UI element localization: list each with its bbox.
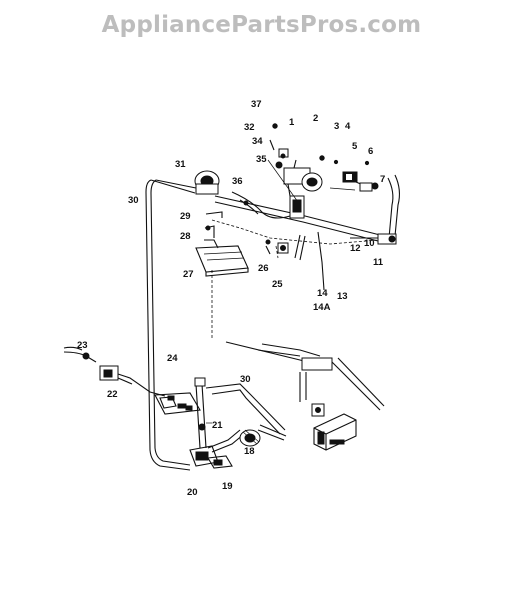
- label-28: 28: [180, 231, 191, 242]
- tube-30-lower: [205, 383, 287, 441]
- label-35: 35: [256, 154, 267, 165]
- bracket-24: [154, 392, 201, 415]
- tube-21: [194, 377, 207, 449]
- label-3: 3: [334, 121, 339, 132]
- heat-shield-box: [313, 413, 357, 451]
- valve-1: [267, 123, 323, 219]
- label-18: 18: [244, 446, 255, 457]
- bracket-19: [207, 455, 233, 469]
- wire-23-connector-22: [63, 346, 166, 397]
- parts-25-26: [265, 239, 289, 255]
- bracket-28-29: [204, 211, 223, 238]
- label-23: 23: [77, 340, 88, 351]
- label-37: 37: [251, 99, 262, 110]
- label-24: 24: [167, 353, 178, 364]
- label-6: 6: [368, 146, 373, 157]
- label-14: 14: [317, 288, 328, 299]
- part-labels: 37 32 1 2 3 4 34 35 5 6 7 31 36 30 29 28…: [77, 99, 385, 498]
- plate-27: [195, 239, 249, 277]
- label-13: 13: [337, 291, 348, 302]
- valve-31: [194, 170, 220, 195]
- label-2: 2: [313, 113, 318, 124]
- burner-assembly-lower: [225, 341, 385, 417]
- label-14a: 14A: [313, 302, 331, 313]
- label-29: 29: [180, 211, 191, 222]
- label-32: 32: [244, 122, 255, 133]
- label-25: 25: [272, 279, 283, 290]
- label-10: 10: [364, 238, 375, 249]
- label-30-upper: 30: [128, 195, 139, 206]
- label-36: 36: [232, 176, 243, 187]
- orifice-10: [350, 233, 397, 245]
- label-21: 21: [212, 420, 223, 431]
- label-26: 26: [258, 263, 269, 274]
- dashed-leaders-upper: [211, 219, 379, 340]
- coil-18: [239, 429, 261, 447]
- label-20: 20: [187, 487, 198, 498]
- label-1: 1: [289, 117, 295, 128]
- label-7: 7: [380, 174, 385, 185]
- main-gas-tube: [145, 179, 197, 471]
- watermark-text: AppliancePartsPros.com: [101, 12, 422, 38]
- label-4: 4: [345, 121, 351, 132]
- label-22: 22: [107, 389, 118, 400]
- label-34: 34: [252, 136, 263, 147]
- parts-2-7: [319, 155, 379, 192]
- label-11: 11: [373, 257, 384, 268]
- label-31: 31: [175, 159, 186, 170]
- label-27: 27: [183, 269, 194, 280]
- label-19: 19: [222, 481, 233, 492]
- capillary-36: [231, 191, 291, 219]
- label-30-lower: 30: [240, 374, 251, 385]
- label-12: 12: [350, 243, 361, 254]
- label-5: 5: [352, 141, 358, 152]
